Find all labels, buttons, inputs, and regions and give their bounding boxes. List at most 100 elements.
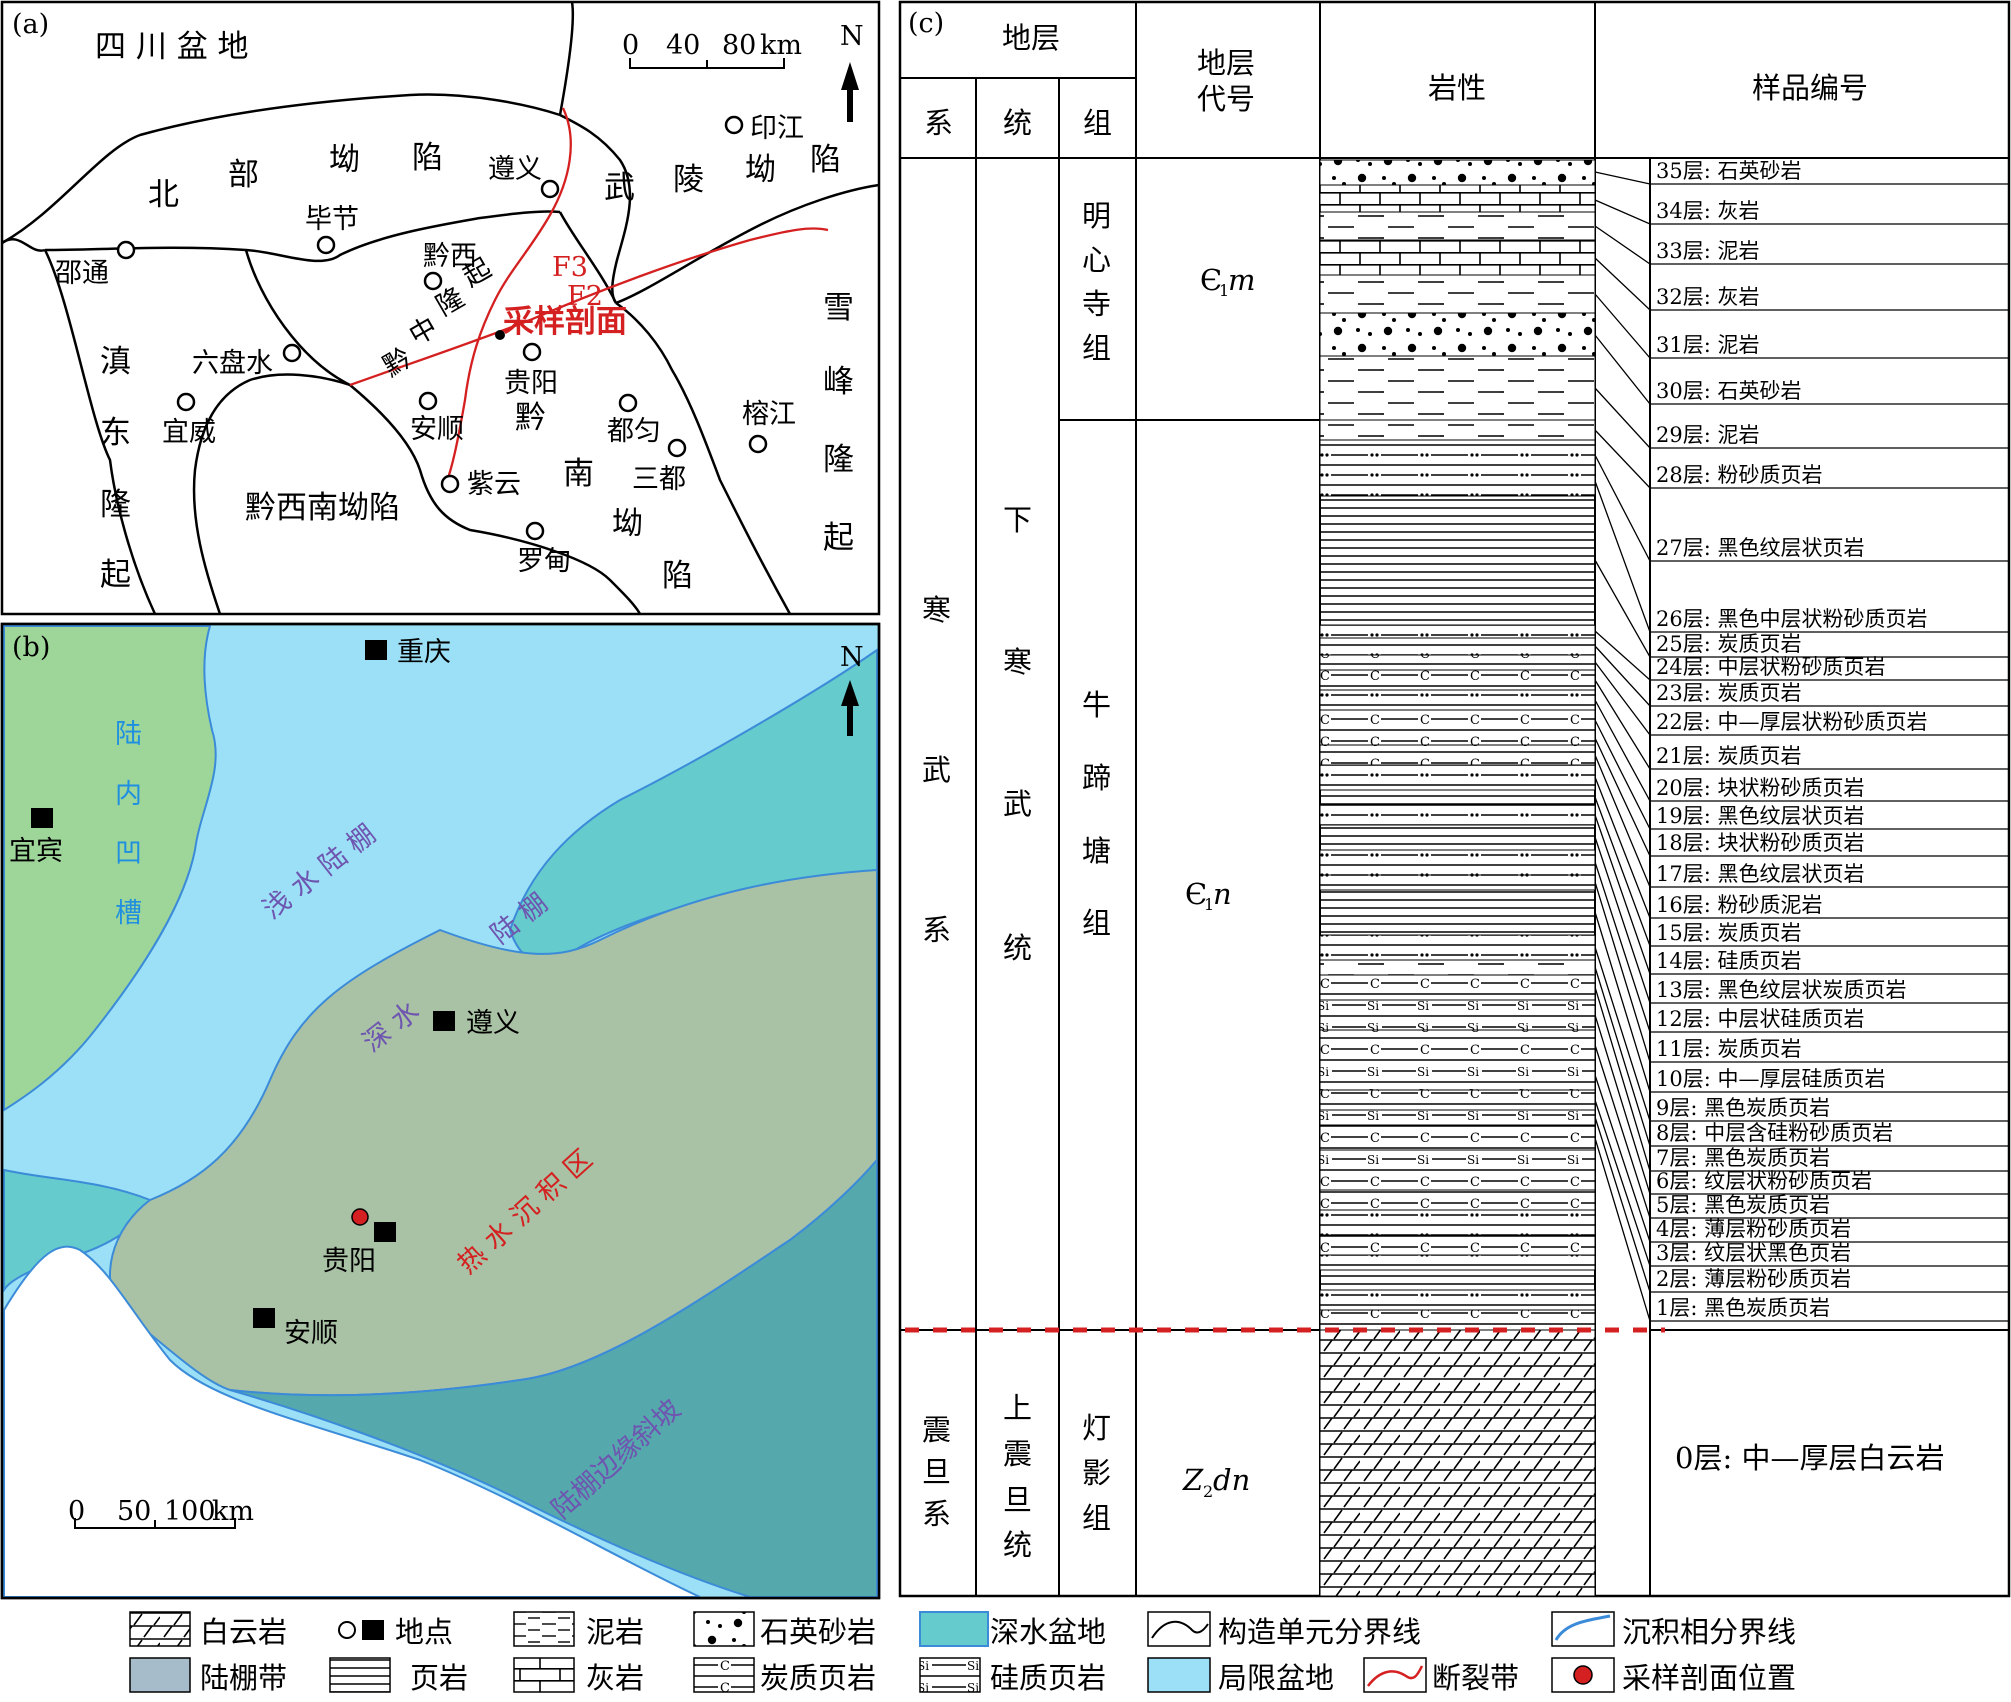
region-sichuan: 四 川 盆 地	[95, 29, 249, 65]
svg-text:m: m	[1228, 263, 1256, 297]
lithology-band	[1319, 654, 1596, 671]
svg-text:N: N	[840, 21, 864, 52]
sample-leader-line	[1594, 1014, 2009, 1195]
sample-label: 27层: 黑色纹层状页岩	[1656, 536, 1864, 560]
sample-label: 16层: 粉砂质泥岩	[1656, 893, 1822, 917]
svg-text:n: n	[1213, 877, 1232, 911]
formation-niutitang-3: 塘	[1082, 834, 1111, 868]
formation-mingxinsi-3: 寺	[1082, 287, 1111, 321]
region-wuling-1: 武	[604, 170, 635, 206]
header-code-1: 地层	[1197, 46, 1255, 80]
code-z2dn: Z 2 dn	[1182, 1463, 1250, 1501]
zone-intracratonic-2: 内	[115, 779, 142, 810]
region-qiannan-3: 坳	[612, 506, 643, 542]
sample-label: 5层: 黑色炭质页岩	[1656, 1193, 1830, 1217]
lithology-band	[1319, 439, 1596, 466]
sample-leader-line	[1594, 814, 2009, 975]
place-yinjiang: 印江	[750, 113, 804, 144]
lithology-band	[1319, 624, 1596, 639]
zone-intracratonic-3: 凹	[115, 838, 142, 869]
zone-intracratonic-1: 陆	[115, 719, 142, 750]
sample-leader-line	[1594, 836, 2009, 1004]
lithology-band	[1319, 1059, 1596, 1091]
system-sinian-2: 旦	[922, 1455, 951, 1489]
sample-leader-line	[1594, 645, 2009, 707]
legend-deep-basin: 深水盆地	[990, 1615, 1106, 1649]
svg-text:80: 80	[722, 30, 756, 61]
lithology-band	[1319, 637, 1596, 656]
sample-label: 34层: 灰岩	[1656, 199, 1759, 223]
legend-mudstone: 泥岩	[586, 1615, 644, 1649]
region-north-4: 陷	[412, 140, 443, 176]
formation-mingxinsi-2: 心	[1082, 243, 1111, 277]
sample-label: 25层: 炭质页岩	[1656, 632, 1801, 656]
svg-text:50: 50	[117, 1496, 151, 1527]
svg-text:N: N	[840, 642, 864, 673]
sample-leader-line	[1594, 1099, 2009, 1267]
legend-location: 地点	[395, 1615, 453, 1649]
region-xuefeng-4: 起	[823, 520, 854, 556]
marker-anshun	[253, 1308, 275, 1328]
formation-dengying-2: 影	[1082, 1456, 1111, 1490]
lithology-band	[1319, 495, 1596, 626]
north-arrow-a: N	[840, 21, 864, 122]
lithology-band	[1319, 824, 1596, 851]
lithology-band	[1319, 274, 1596, 314]
region-north-1: 北	[148, 177, 179, 213]
formation-dengying-1: 灯	[1082, 1411, 1111, 1445]
lithology-band	[1319, 159, 1596, 186]
svg-text:100: 100	[164, 1496, 216, 1527]
sample-leader-line	[1594, 480, 2009, 633]
legend-limestone: 灰岩	[586, 1661, 644, 1695]
lithology-band	[1319, 1254, 1596, 1271]
place-b-guiyang: 贵阳	[322, 1246, 376, 1277]
lithology-band	[1319, 1309, 1596, 1331]
panel-a-map: (a) 四 川 盆 地 北 部 坳 陷 武 陵 坳 陷 黔 中 隆 起 滇 东 …	[0, 0, 881, 616]
sample-leader-line	[1594, 293, 2009, 359]
sample-leader-line	[1594, 661, 2009, 736]
lithology-band	[1319, 464, 1596, 497]
legend-tectonic-boundary: 构造单元分界线	[1218, 1615, 1421, 1649]
lithology-band	[1319, 1124, 1596, 1151]
legend-shelf: 陆棚带	[200, 1661, 287, 1695]
svg-text:2: 2	[1203, 1482, 1213, 1501]
place-markers	[116, 115, 768, 541]
sampling-profile-marker	[351, 1208, 369, 1226]
sample-leader-line	[1594, 429, 2009, 489]
panel-b-label: (b)	[12, 632, 50, 663]
series-upper-sinian-1: 上	[1003, 1391, 1032, 1425]
place-anshun: 安顺	[410, 414, 464, 445]
panel-b-map: (b) 重庆 宜宾 遵义 贵阳 安顺 陆 内 凹 槽 浅 水 陆 棚 陆 棚 深…	[0, 622, 881, 1600]
fault-lines	[349, 107, 829, 487]
sample-label: 19层: 黑色纹层状页岩	[1656, 804, 1864, 828]
series-lower-cambrian-3: 武	[1003, 787, 1032, 821]
lithology-band	[1319, 999, 1596, 1031]
svg-text:Є: Є	[1200, 263, 1222, 297]
sample-label: 15层: 炭质页岩	[1656, 921, 1801, 945]
place-zunyi: 遵义	[488, 154, 542, 185]
legend-quartz-sandstone: 石英砂岩	[760, 1615, 876, 1649]
svg-text:40: 40	[666, 30, 700, 61]
lithology-band	[1319, 1209, 1596, 1236]
sample-label: 30层: 石英砂岩	[1656, 379, 1801, 403]
sample-label: 2层: 薄层粉砂质页岩	[1656, 1267, 1851, 1291]
lithology-band	[1319, 239, 1596, 276]
place-guiyang: 贵阳	[504, 368, 558, 399]
legend-dolomite: 白云岩	[200, 1615, 287, 1649]
sample-leader-line	[1594, 1044, 2009, 1219]
region-xuefeng-2: 峰	[823, 364, 854, 400]
marker-chongqing	[365, 640, 387, 660]
region-north-3: 坳	[329, 142, 360, 178]
legend-carbon-shale: 炭质页岩	[760, 1661, 876, 1695]
sample-label: 32层: 灰岩	[1656, 285, 1759, 309]
place-qianxi: 黔西	[423, 241, 477, 272]
region-qiannan-1: 黔	[515, 400, 546, 436]
lithology-band	[1319, 211, 1596, 241]
sample-leader-line	[1594, 1074, 2009, 1243]
profile-label: 采样剖面	[503, 304, 627, 340]
place-rongjiang: 榕江	[742, 399, 796, 430]
legend-restricted-basin: 局限盆地	[1218, 1661, 1334, 1695]
place-sandu: 三都	[632, 464, 686, 495]
svg-text:1: 1	[1219, 281, 1229, 300]
sample-leader-line	[1594, 225, 2009, 265]
